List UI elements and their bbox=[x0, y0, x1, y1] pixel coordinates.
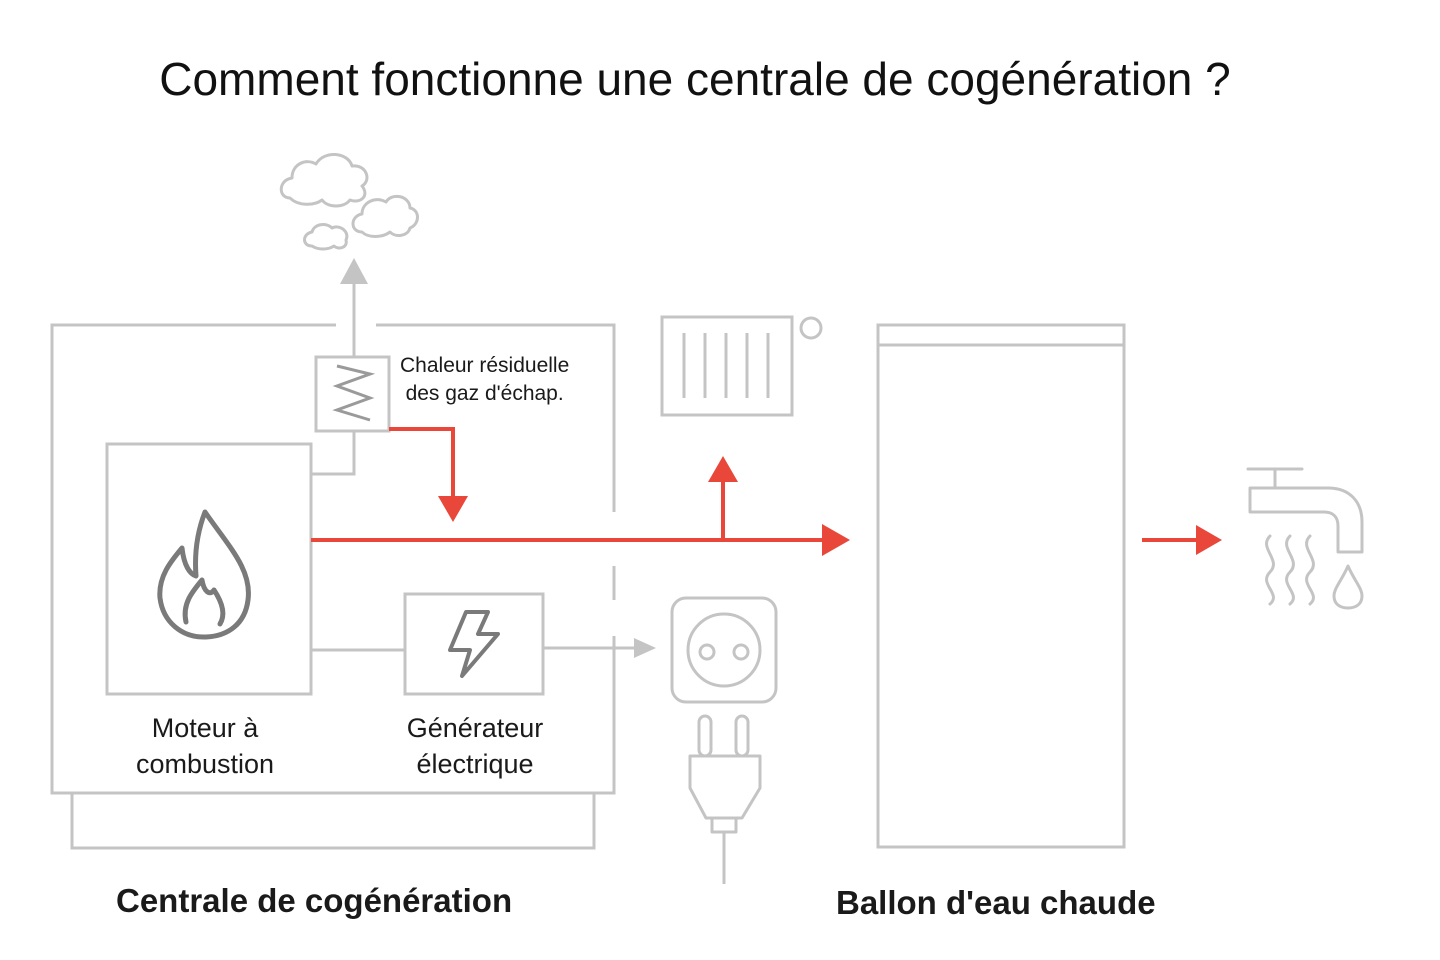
main-heat-arrow-head bbox=[822, 524, 850, 556]
engine-box bbox=[105, 442, 313, 696]
generator-label-line2: électrique bbox=[416, 749, 534, 779]
plant-housing bbox=[50, 323, 616, 850]
exhaust-arrow-head bbox=[340, 258, 368, 284]
heat-exchanger-icon bbox=[314, 355, 391, 433]
page-title: Comment fonctionne une centrale de cogén… bbox=[159, 53, 1231, 105]
engine-label: Moteur à combustion bbox=[110, 710, 300, 782]
cloud-icon bbox=[279, 153, 419, 251]
power-plug-icon bbox=[688, 714, 762, 884]
exhaust-heat-label: Chaleur résiduelle des gaz d'échap. bbox=[400, 352, 569, 408]
generator-label-line1: Générateur bbox=[406, 713, 544, 743]
radiator-icon bbox=[660, 315, 823, 417]
power-socket-icon bbox=[670, 596, 778, 704]
engine-label-line2: combustion bbox=[135, 749, 275, 779]
tank-label: Ballon d'eau chaude bbox=[836, 884, 1156, 921]
hot-water-tank bbox=[876, 323, 1126, 849]
exhaust-heat-label-line2: des gaz d'échap. bbox=[405, 382, 564, 405]
plant-label: Centrale de cogénération bbox=[116, 882, 513, 919]
electricity-arrow-head bbox=[634, 638, 656, 658]
flame-icon bbox=[157, 509, 251, 640]
exhaust-heat-flow bbox=[389, 427, 455, 498]
exhaust-heat-label-line1: Chaleur résiduelle bbox=[400, 354, 570, 377]
engine-label-line1: Moteur à bbox=[151, 713, 259, 743]
generator-label: Générateur électrique bbox=[380, 710, 570, 782]
hot-water-arrow-head bbox=[1196, 525, 1222, 555]
exhaust-heat-arrow-head bbox=[438, 496, 468, 522]
water-tap-icon bbox=[1246, 467, 1364, 610]
exhaust-pipe bbox=[311, 431, 356, 476]
radiator-heat-arrow-head bbox=[708, 456, 738, 482]
lightning-icon bbox=[448, 610, 500, 678]
generator-box bbox=[403, 592, 545, 696]
